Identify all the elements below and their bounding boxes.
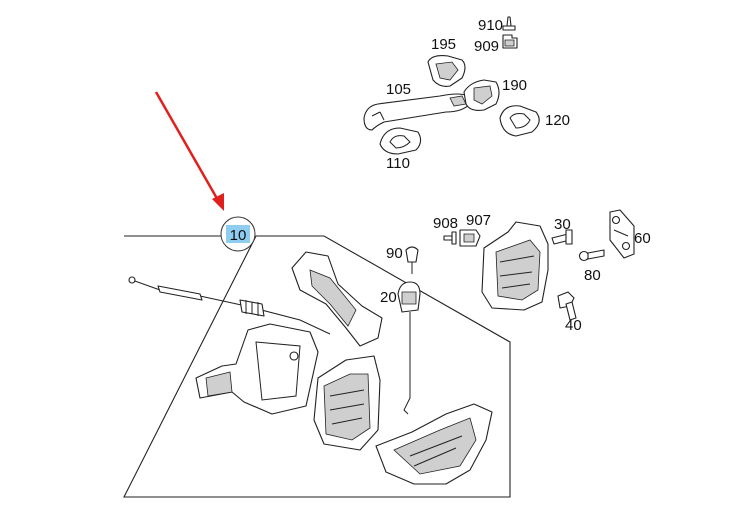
part-30-bolt[interactable] xyxy=(551,229,573,245)
door-trim-bracket[interactable] xyxy=(291,251,383,347)
part-label-90[interactable]: 90 xyxy=(386,245,403,262)
part-label-907[interactable]: 907 xyxy=(466,212,491,229)
part-label-190[interactable]: 190 xyxy=(502,77,527,94)
bowden-cable[interactable] xyxy=(128,276,331,335)
part-110-handle-gasket[interactable] xyxy=(379,127,422,155)
part-910-bolt[interactable] xyxy=(502,16,516,31)
part-195-handle-cap[interactable] xyxy=(427,55,466,87)
part-callout-10[interactable]: 10 xyxy=(220,216,256,252)
part-40-bolt[interactable] xyxy=(557,291,577,321)
part-label-105[interactable]: 105 xyxy=(386,81,411,98)
part-120-handle-frame[interactable] xyxy=(499,105,540,137)
part-label-910[interactable]: 910 xyxy=(478,17,503,34)
part-label-10: 10 xyxy=(230,227,247,244)
part-label-20[interactable]: 20 xyxy=(380,289,397,306)
part-190-handle-carrier[interactable] xyxy=(463,79,500,111)
pointer-arrow xyxy=(154,91,224,211)
part-label-80[interactable]: 80 xyxy=(584,267,601,284)
part-label-908[interactable]: 908 xyxy=(433,215,458,232)
part-60-striker[interactable] xyxy=(609,209,635,259)
part-907-bracket[interactable] xyxy=(459,229,481,247)
part-label-120[interactable]: 120 xyxy=(545,112,570,129)
part-label-195[interactable]: 195 xyxy=(431,36,456,53)
part-909-clip[interactable] xyxy=(502,34,518,49)
part-80-screw[interactable] xyxy=(578,249,605,262)
lower-inner-panel[interactable] xyxy=(375,403,493,485)
part-20-actuator[interactable] xyxy=(397,281,421,313)
part-105-outer-handle[interactable] xyxy=(363,93,471,131)
part-908-screw[interactable] xyxy=(443,231,457,245)
inner-release-bracket[interactable] xyxy=(195,323,319,415)
part-label-30[interactable]: 30 xyxy=(554,216,571,233)
part-label-60[interactable]: 60 xyxy=(634,230,651,247)
part-90-plug[interactable] xyxy=(405,246,419,274)
part-label-909[interactable]: 909 xyxy=(474,38,499,55)
door-lock-housing[interactable] xyxy=(313,355,381,451)
part-label-40[interactable]: 40 xyxy=(565,317,582,334)
lock-rod xyxy=(403,312,411,415)
assembly-frame xyxy=(123,235,511,498)
part-lock-module-assembly[interactable] xyxy=(481,221,549,311)
part-label-110[interactable]: 110 xyxy=(386,155,410,172)
